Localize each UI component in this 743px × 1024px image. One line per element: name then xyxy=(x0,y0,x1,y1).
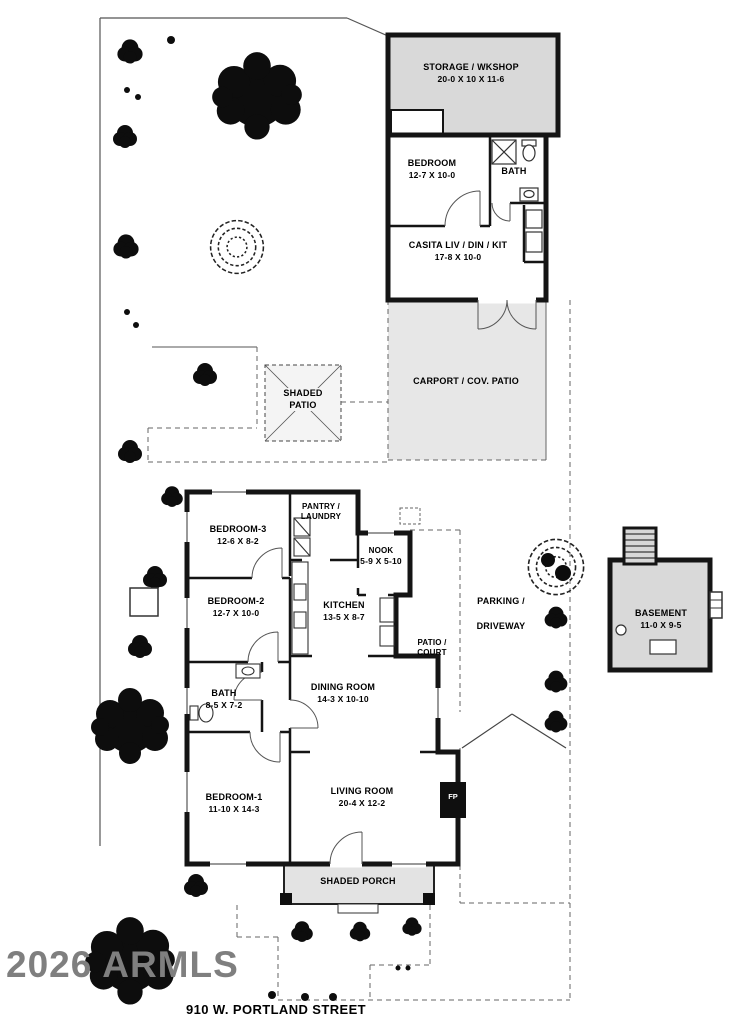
basement-structure xyxy=(607,526,723,673)
nook-label: NOOK 5-9 X 5-10 xyxy=(360,546,402,567)
shaded-patio-label: SHADED PATIO xyxy=(281,388,325,412)
main-house-interior-walls xyxy=(187,494,438,864)
yard-pad-square xyxy=(129,587,159,617)
basement-label: BASEMENT 11-0 X 9-5 xyxy=(634,608,688,630)
bedroom1-label: BEDROOM-1 11-10 X 14-3 xyxy=(205,792,263,814)
bedroom3-label: BEDROOM-3 12-6 X 8-2 xyxy=(209,524,267,546)
front-door-opening xyxy=(330,861,362,868)
porch-posts xyxy=(280,893,435,905)
casita-living-label: CASITA LIV / DIN / KIT 17-8 X 10-0 xyxy=(408,240,508,262)
fireplace-label: FP xyxy=(448,792,458,801)
bedroom2-label: BEDROOM-2 12-7 X 10-0 xyxy=(207,596,265,618)
house-door-arcs xyxy=(233,547,363,865)
laundry-fixtures xyxy=(293,517,311,557)
basement-stairs xyxy=(624,533,656,559)
window-openings xyxy=(183,488,442,868)
sketch-tree xyxy=(209,219,265,275)
casita-bath-label: BATH xyxy=(501,166,527,176)
casita-interior-walls xyxy=(390,137,546,264)
street-address-label: 910 W. PORTLAND STREET xyxy=(186,1002,366,1017)
driveway-gate-lines xyxy=(461,713,567,749)
carport-label: CARPORT / COV. PATIO xyxy=(413,376,519,386)
fireplace-box xyxy=(440,782,466,818)
kitchen-fixtures xyxy=(291,561,395,655)
storage-label: STORAGE / WKSHOP 20-0 X 10 X 11-6 xyxy=(423,62,519,84)
carport-area xyxy=(388,300,546,460)
storage-step-notch xyxy=(390,109,444,135)
sketch-tree-right xyxy=(527,538,585,596)
dining-label: DINING ROOM 14-3 X 10-10 xyxy=(310,682,376,704)
bath-label: BATH 8-5 X 7-2 xyxy=(205,688,243,710)
casita-walls xyxy=(385,132,549,303)
patio-court-label: PATIO / COURT xyxy=(417,638,447,658)
casita-bath-fixtures xyxy=(491,139,539,202)
bath-fixtures xyxy=(189,663,261,723)
living-room-label: LIVING ROOM 20-4 X 12-2 xyxy=(330,786,394,808)
casita-door-arcs xyxy=(444,190,537,330)
driveway-and-walkway-dashed-lines xyxy=(147,300,571,1001)
watermark: 2026 ARMLS xyxy=(6,944,239,985)
equipment-pad xyxy=(399,507,421,525)
parking-driveway-label: PARKING / DRIVEWAY xyxy=(476,596,526,631)
kitchen-label: KITCHEN 13-5 X 8-7 xyxy=(323,600,365,622)
trees-and-bushes xyxy=(85,36,568,1005)
pantry-label: PANTRY / LAUNDRY xyxy=(300,502,342,522)
casita-bedroom-label: BEDROOM 12-7 X 10-0 xyxy=(407,158,457,180)
porch-step xyxy=(337,903,379,914)
shaded-porch-label: SHADED PORCH xyxy=(320,876,396,886)
casita-kitchen-fixtures xyxy=(525,209,543,253)
